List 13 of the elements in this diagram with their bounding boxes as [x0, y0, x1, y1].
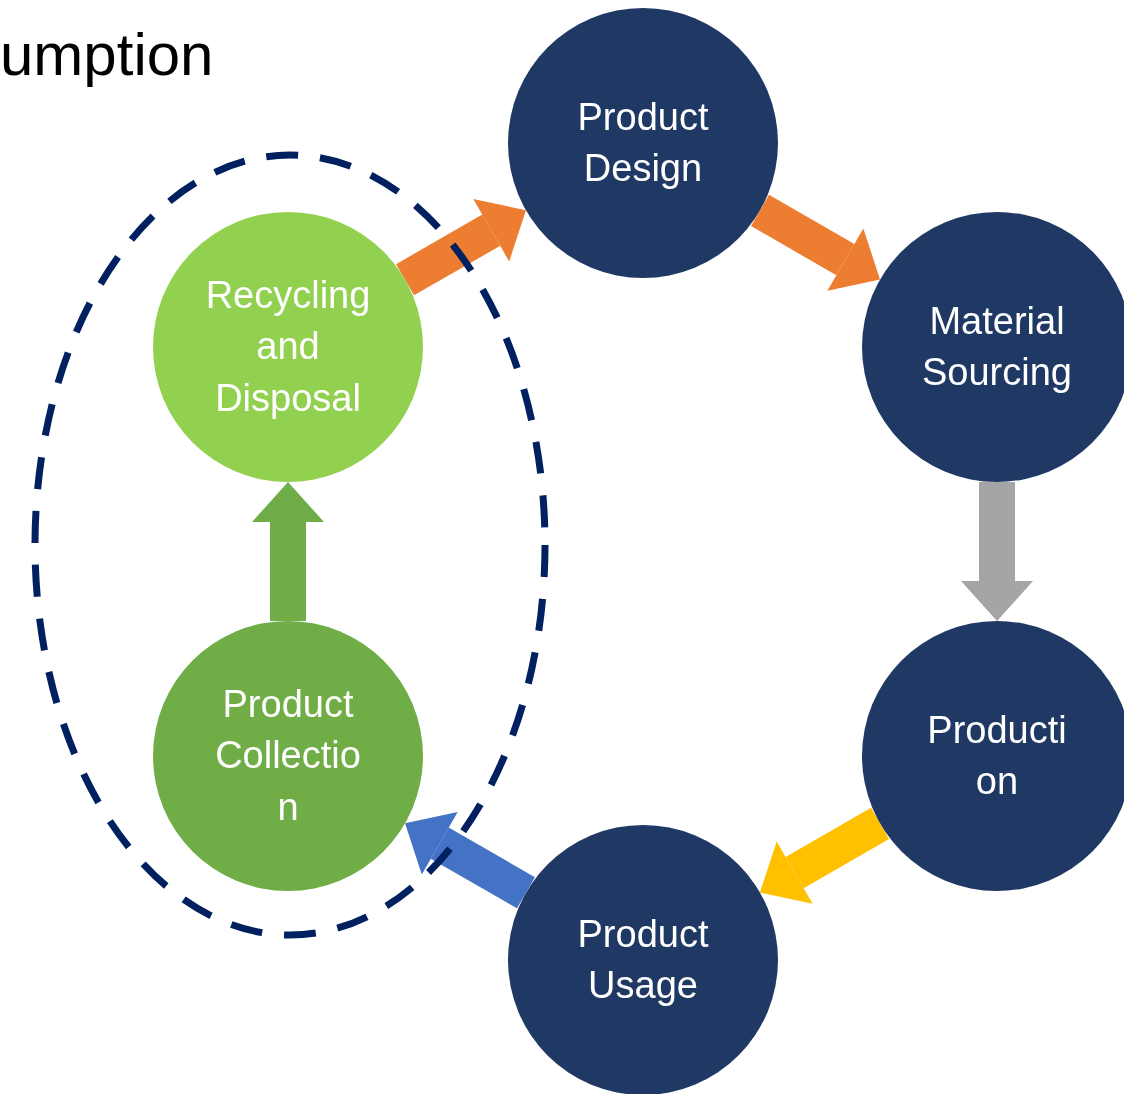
node-label: Material Sourcing — [921, 298, 1073, 395]
node-label: Production — [926, 707, 1068, 804]
block-arrow — [961, 482, 1033, 621]
node-label: Product Collection — [214, 682, 362, 830]
title-text: umption — [0, 22, 214, 88]
block-arrow — [405, 812, 535, 909]
node-label: Product Design — [576, 94, 710, 191]
node-label: Recycling and Disposal — [204, 273, 372, 421]
block-arrow — [759, 807, 889, 904]
node-label: Product Usage — [576, 911, 710, 1008]
block-arrow — [751, 194, 881, 291]
block-arrow — [396, 199, 526, 296]
block-arrow — [252, 482, 324, 621]
